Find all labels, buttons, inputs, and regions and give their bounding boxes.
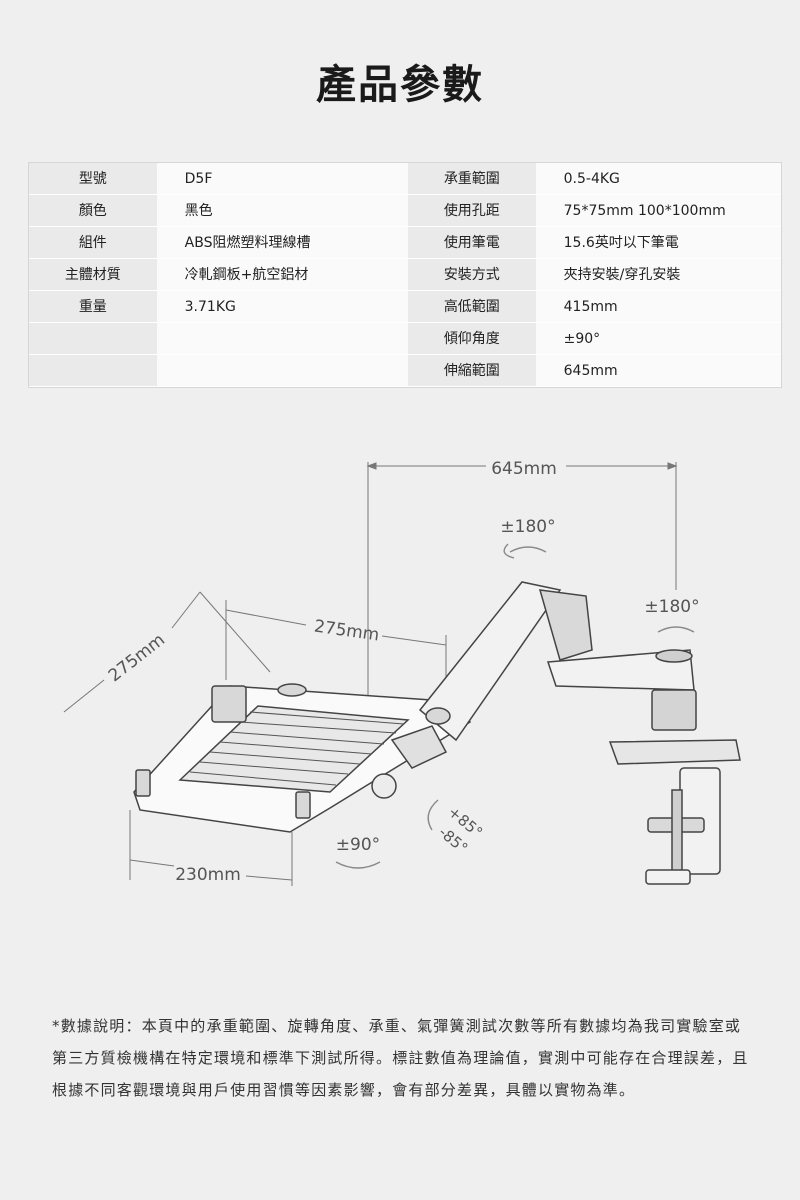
spec-value: D5F	[156, 163, 408, 195]
spec-key: 安裝方式	[408, 259, 536, 291]
spec-value	[156, 355, 408, 387]
tray-clamps	[135, 683, 397, 819]
rotate-arrow-icon-4	[335, 861, 381, 869]
rot-right-label: ±180°	[644, 597, 699, 617]
tray-vent-grid	[189, 711, 405, 786]
spec-value: 415mm	[535, 291, 782, 323]
dim-tray-width-label: 275mm	[313, 617, 381, 646]
spec-key: 伸縮範圍	[408, 355, 536, 387]
dim-tray-depth	[63, 591, 271, 713]
spec-key: 高低範圍	[408, 291, 536, 323]
dim-tray-width	[225, 600, 447, 702]
spec-key: 顏色	[29, 195, 157, 227]
spec-value: 75*75mm 100*100mm	[535, 195, 782, 227]
spec-key: 使用筆電	[408, 227, 536, 259]
rotate-arrow-icon-3	[657, 626, 695, 633]
page-title: 產品參數	[316, 62, 484, 108]
spec-value: 冷軋鋼板+航空鋁材	[156, 259, 408, 291]
spec-key: 主體材質	[29, 259, 157, 291]
spec-key: 使用孔距	[408, 195, 536, 227]
spec-key	[29, 355, 157, 387]
spec-row: 主體材質冷軋鋼板+航空鋁材安裝方式夾持安裝/穿孔安裝	[29, 259, 782, 291]
spec-key: 型號	[29, 163, 157, 195]
spec-row: 傾仰角度±90°	[29, 323, 782, 355]
spec-value: 645mm	[535, 355, 782, 387]
rot-tray-label: ±90°	[336, 835, 380, 855]
dim-tray-depth-label: 275mm	[105, 630, 169, 686]
spec-key	[29, 323, 157, 355]
product-diagram: 645mm ±180° ±180° 275mm 275mm	[63, 459, 741, 886]
spec-value	[156, 323, 408, 355]
spec-value: ABS阻燃塑料理線槽	[156, 227, 408, 259]
spec-value: 15.6英吋以下筆電	[535, 227, 782, 259]
tilt-arrow-icon	[427, 799, 439, 831]
dim-reach-label: 645mm	[491, 459, 557, 479]
rotate-arrow-icon	[509, 546, 547, 553]
spec-value: 夾持安裝/穿孔安裝	[535, 259, 782, 291]
rotate-arrow-icon-2	[503, 543, 515, 559]
spec-value: 黑色	[156, 195, 408, 227]
rot-top-label: ±180°	[500, 517, 555, 537]
spec-value: ±90°	[535, 323, 782, 355]
dim-reach	[366, 462, 678, 715]
spec-key: 承重範圍	[408, 163, 536, 195]
monitor-arm	[390, 581, 741, 885]
spec-value: 3.71KG	[156, 291, 408, 323]
dim-tray-front	[129, 810, 293, 886]
spec-key: 組件	[29, 227, 157, 259]
data-disclaimer: *數據說明：本頁中的承重範圍、旋轉角度、承重、氣彈簧測試次數等所有數據均為我司實…	[52, 1017, 749, 1099]
spec-value: 0.5-4KG	[535, 163, 782, 195]
spec-key: 重量	[29, 291, 157, 323]
dim-tray-front-label: 230mm	[175, 865, 241, 885]
spec-key: 傾仰角度	[408, 323, 536, 355]
